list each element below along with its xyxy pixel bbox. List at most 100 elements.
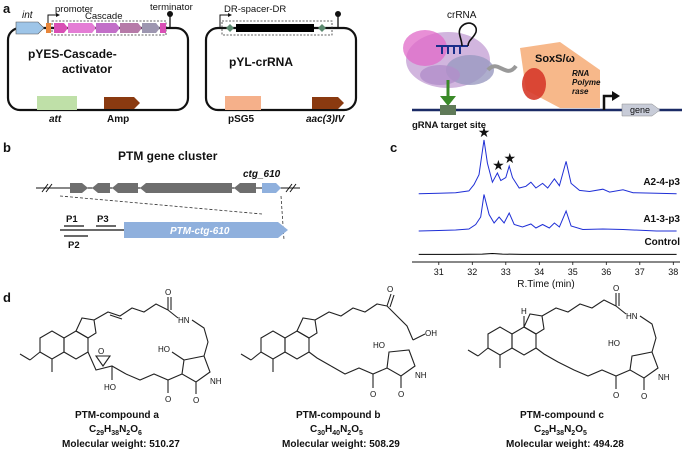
- b-ring-1: [260, 330, 286, 360]
- x-tick-label: 35: [568, 267, 578, 277]
- grna-target-site-block: [440, 105, 456, 115]
- a-atom-ho-2: HO: [104, 383, 116, 392]
- c-chain-right: [639, 315, 657, 353]
- c-ring-1: [487, 326, 513, 356]
- cascade-gene-6: [160, 23, 166, 33]
- c-ethyl-1: [477, 347, 489, 357]
- ptm-ctg-610-construct: [124, 222, 288, 238]
- tss-arrowhead: [612, 91, 620, 101]
- plasmid1-name-line2: activator: [62, 62, 112, 76]
- gene-arrow: [621, 103, 661, 117]
- x-tick-label: 38: [668, 267, 678, 277]
- int-gene-arrow: [15, 21, 45, 35]
- a-chain-epoxide: [87, 351, 127, 375]
- att-block: [37, 96, 77, 110]
- dr-repeat-right: [318, 24, 326, 32]
- panel-label-d: d: [3, 290, 11, 305]
- amp-gene-arrow: [104, 97, 140, 109]
- cluster-gene-5: [234, 183, 256, 193]
- peak-star-marker: ★: [478, 125, 491, 141]
- compound-caption-a: PTM-compound a C29H38N2O6 Molecular weig…: [62, 410, 180, 450]
- a-atom-o-ketone: O: [165, 395, 171, 404]
- compound-c-mw: Molecular weight: 494.28: [506, 439, 624, 450]
- rnap-label-1: RNA: [572, 69, 590, 78]
- primer-p2-label: P2: [68, 240, 80, 251]
- ctg-610-label: ctg_610: [243, 169, 281, 180]
- att-label: att: [49, 114, 62, 125]
- a-epoxide: [94, 355, 112, 367]
- a-tetramic-ring: [181, 355, 211, 383]
- primer-p3-label: P3: [97, 214, 109, 225]
- aac-label: aac(3)IV: [306, 114, 346, 125]
- b-link: [308, 351, 332, 367]
- a-ethyl-1: [29, 351, 41, 361]
- rnap-label-3: rase: [572, 87, 589, 96]
- a-ring-2: [63, 330, 89, 360]
- cascade-gene-4: [120, 23, 142, 33]
- rnap-label-2: Polyme: [572, 78, 601, 87]
- cluster-gene-3: [112, 183, 138, 193]
- promoter-block: [46, 23, 51, 33]
- int-label: int: [22, 10, 34, 21]
- panel-label-a: a: [3, 1, 11, 16]
- spacer-block: [236, 24, 314, 32]
- construct-label: PTM-ctg-610: [170, 226, 230, 237]
- terminator-icon: [167, 11, 173, 17]
- cluster-gene-2: [92, 183, 110, 193]
- compound-c-formula: C29H38N2O5: [534, 424, 587, 437]
- series-label: A1-3-p3: [643, 214, 680, 225]
- a-atom-nh: NH: [210, 377, 222, 386]
- a-chain-right: [191, 319, 209, 357]
- psg5-label: pSG5: [228, 114, 255, 125]
- tss-arrow: [602, 94, 614, 110]
- panel-label-c: c: [390, 140, 397, 155]
- dr-repeat-left: [226, 24, 234, 32]
- cascade-label: Cascade: [85, 11, 123, 22]
- plasmid1-name-line1: pYES-Cascade-: [28, 47, 117, 61]
- structure-compound-a: O HN NH O HO O O HO: [19, 288, 222, 405]
- primer-p1-label: P1: [66, 214, 78, 225]
- a-atom-o-ring: O: [193, 396, 199, 405]
- peak-star-marker: ★: [492, 158, 505, 174]
- amp-label: Amp: [107, 114, 129, 125]
- x-tick-label: 37: [635, 267, 645, 277]
- compound-a-name: PTM-compound a: [75, 410, 159, 421]
- c-atom-hn: HN: [626, 312, 638, 321]
- promoter-arrow: [47, 14, 58, 23]
- c-ring-3: [523, 313, 545, 335]
- a-ring-1: [39, 330, 65, 360]
- x-tick-label: 34: [534, 267, 544, 277]
- promoter-arrowhead: [56, 13, 60, 17]
- peak-star-marker: ★: [504, 151, 517, 167]
- linker: [486, 64, 518, 73]
- promoter-label: promoter: [55, 4, 93, 15]
- series-line-a2-4-p3: [418, 139, 677, 195]
- panel-label-b: b: [3, 140, 11, 155]
- c-atom-o-ketone: O: [613, 391, 619, 400]
- gene-cluster-map: ctg_610 PTM-ctg-610 P1 P3 P2: [36, 169, 300, 251]
- b-atom-o-ketone: O: [370, 390, 376, 399]
- c-atom-ho: HO: [608, 339, 620, 348]
- series-label: Control: [644, 237, 680, 248]
- compound-caption-b: PTM-compound b C30H40N2O5 Molecular weig…: [282, 410, 400, 450]
- c-ethyl-2: [467, 349, 479, 357]
- b-tetramic-ring: [386, 349, 416, 377]
- plasmid2-name: pYL-crRNA: [229, 55, 293, 69]
- a-ethyl-2: [19, 353, 31, 361]
- b-ring-2: [284, 330, 310, 360]
- c-chain-bottom: [535, 347, 631, 377]
- compound-b-name: PTM-compound b: [296, 410, 380, 421]
- c-ring-2: [511, 326, 537, 356]
- drspacer-box: [221, 20, 333, 36]
- b-atom-o-ring: O: [398, 390, 404, 399]
- cascade-gene-2: [68, 23, 96, 33]
- plasmid2-promoter-arrowhead: [228, 13, 232, 17]
- b-co: [386, 293, 392, 307]
- c-atom-o-top: O: [613, 284, 619, 293]
- a-chain-bottom: [125, 373, 183, 381]
- crispra-schematic: crRNA SoxS/ω RNA Polyme rase gRNA target…: [403, 10, 682, 131]
- drspacer-label: DR-spacer-DR: [224, 4, 286, 15]
- cascade-gene-1: [54, 23, 68, 33]
